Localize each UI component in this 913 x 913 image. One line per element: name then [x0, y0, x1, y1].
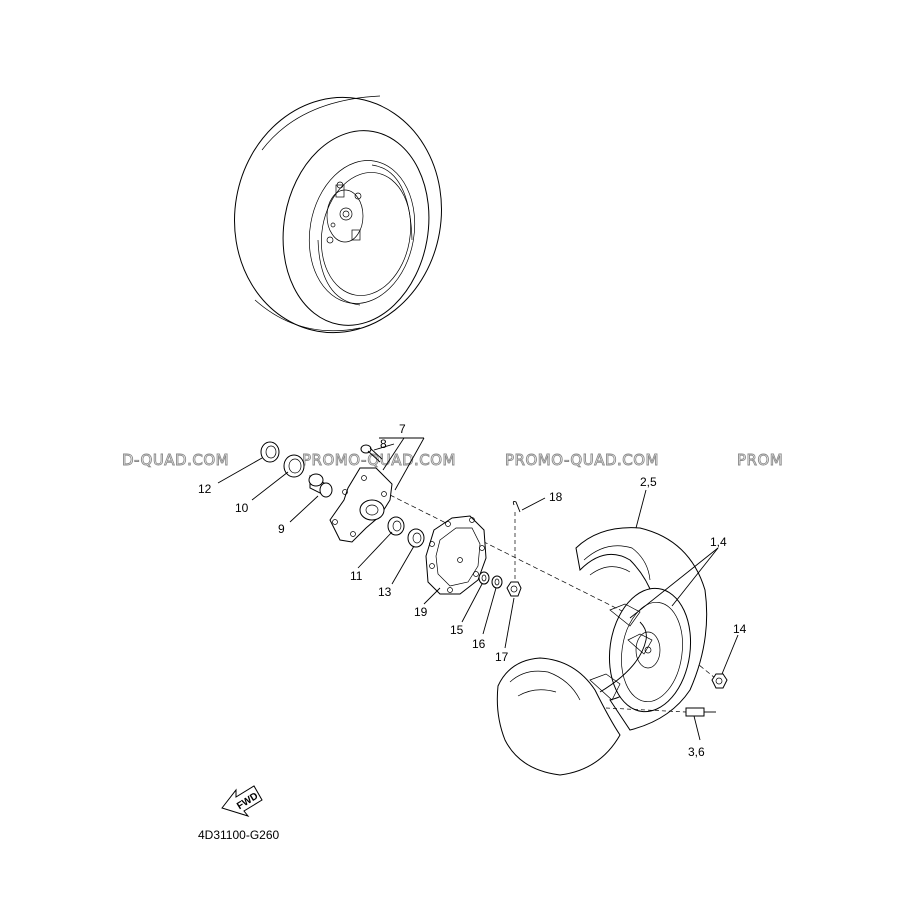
exploded-wheel [496, 527, 728, 776]
callout-10: 10 [235, 501, 249, 515]
assembled-wheel [234, 95, 442, 334]
fwd-arrow-icon: FWD [221, 785, 263, 817]
callout-labels: 7 8 12 10 9 11 13 19 15 16 17 18 2,5 1,4… [198, 422, 747, 759]
callout-16: 16 [472, 637, 486, 651]
part-9-spacer [308, 473, 333, 498]
watermark-text: PROMO-QUAD.COM [505, 451, 659, 469]
part-12-seal [260, 441, 280, 463]
callout-15: 15 [450, 623, 464, 637]
part-13-seal [407, 528, 425, 548]
part-16-washer [491, 575, 503, 589]
callout-2-5: 2,5 [640, 475, 657, 489]
callout-18: 18 [549, 490, 563, 504]
part-17-nut [506, 581, 522, 597]
part-7-hub [329, 467, 393, 543]
leader-lines [217, 437, 739, 741]
callout-17: 17 [495, 650, 509, 664]
callout-3-6: 3,6 [688, 745, 705, 759]
callout-12: 12 [198, 482, 212, 496]
callout-19: 19 [414, 605, 428, 619]
part-8-bolt [360, 444, 383, 463]
part-10-bearing [283, 454, 305, 478]
callout-13: 13 [378, 585, 392, 599]
callout-7: 7 [399, 422, 406, 436]
callout-11: 11 [350, 569, 363, 583]
callout-9: 9 [278, 522, 285, 536]
watermark-text: D-QUAD.COM [122, 451, 229, 469]
part-11-bearing [387, 516, 405, 536]
diagram-code: 4D31100-G260 [198, 828, 279, 842]
watermark-text: PROM [737, 451, 783, 469]
callout-14: 14 [733, 622, 747, 636]
callout-8: 8 [380, 437, 387, 451]
callout-1-4: 1,4 [710, 535, 727, 549]
part-18-cotter-pin [512, 500, 521, 580]
part-15-washer [478, 571, 490, 585]
watermark-text: PROMO-QUAD.COM [302, 451, 456, 469]
part-19-plate [425, 515, 487, 595]
